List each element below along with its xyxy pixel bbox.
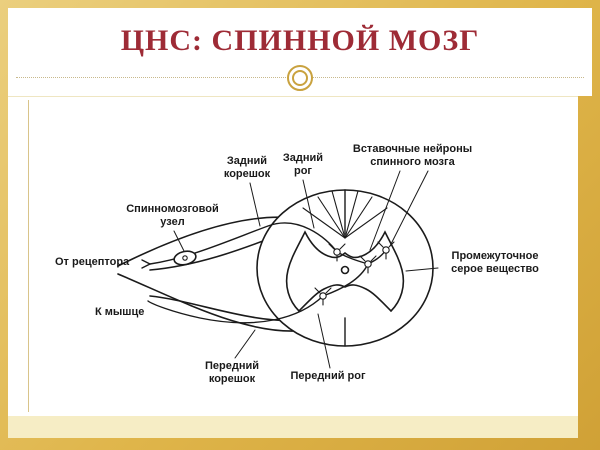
neuron-cells <box>314 241 395 306</box>
ring-ornament-icon <box>287 65 313 91</box>
label-from-receptor: От рецептора <box>55 256 130 268</box>
bottom-accent-band <box>8 416 578 438</box>
interneuron-2 <box>377 241 395 260</box>
page-title: ЦНС: СПИННОЙ МОЗГ <box>120 24 480 57</box>
label-ventral-horn: Передний рог <box>290 370 366 382</box>
interneuron-1 <box>359 255 377 274</box>
leader-interneuron-1 <box>369 170 401 251</box>
leader-ganglion <box>173 230 185 252</box>
leader-interneuron-2 <box>389 170 429 247</box>
label-ventral-root: Передний корешок <box>204 360 259 385</box>
label-to-muscle: К мышце <box>95 306 145 318</box>
dorsal-horn-neuron <box>328 243 346 262</box>
left-margin-rule <box>28 100 29 412</box>
leader-lines <box>173 170 439 369</box>
leader-ventral-root <box>234 329 256 359</box>
label-spinal-ganglion: Спинномозговой узел <box>126 203 219 228</box>
label-dorsal-root: Задний корешок <box>223 155 271 180</box>
leader-intermediate-gray <box>405 267 439 272</box>
label-dorsal-horn: Задний рог <box>282 152 324 177</box>
dorsal-column-fan <box>302 190 388 239</box>
central-canal <box>340 265 350 275</box>
leader-dorsal-root <box>249 182 261 227</box>
label-intermediate-gray: Промежуточное серое вещество <box>451 250 539 275</box>
spinal-ganglion <box>173 250 197 266</box>
ring-ornament-inner <box>292 70 308 86</box>
label-interneurons: Вставочные нейроны спинного мозга <box>352 143 473 168</box>
gray-matter-butterfly <box>285 230 405 313</box>
leader-ventral-horn <box>317 313 331 369</box>
ventral-horn-neuron <box>314 287 332 306</box>
leader-dorsal-horn <box>302 179 315 229</box>
receptor-ending <box>141 259 151 269</box>
